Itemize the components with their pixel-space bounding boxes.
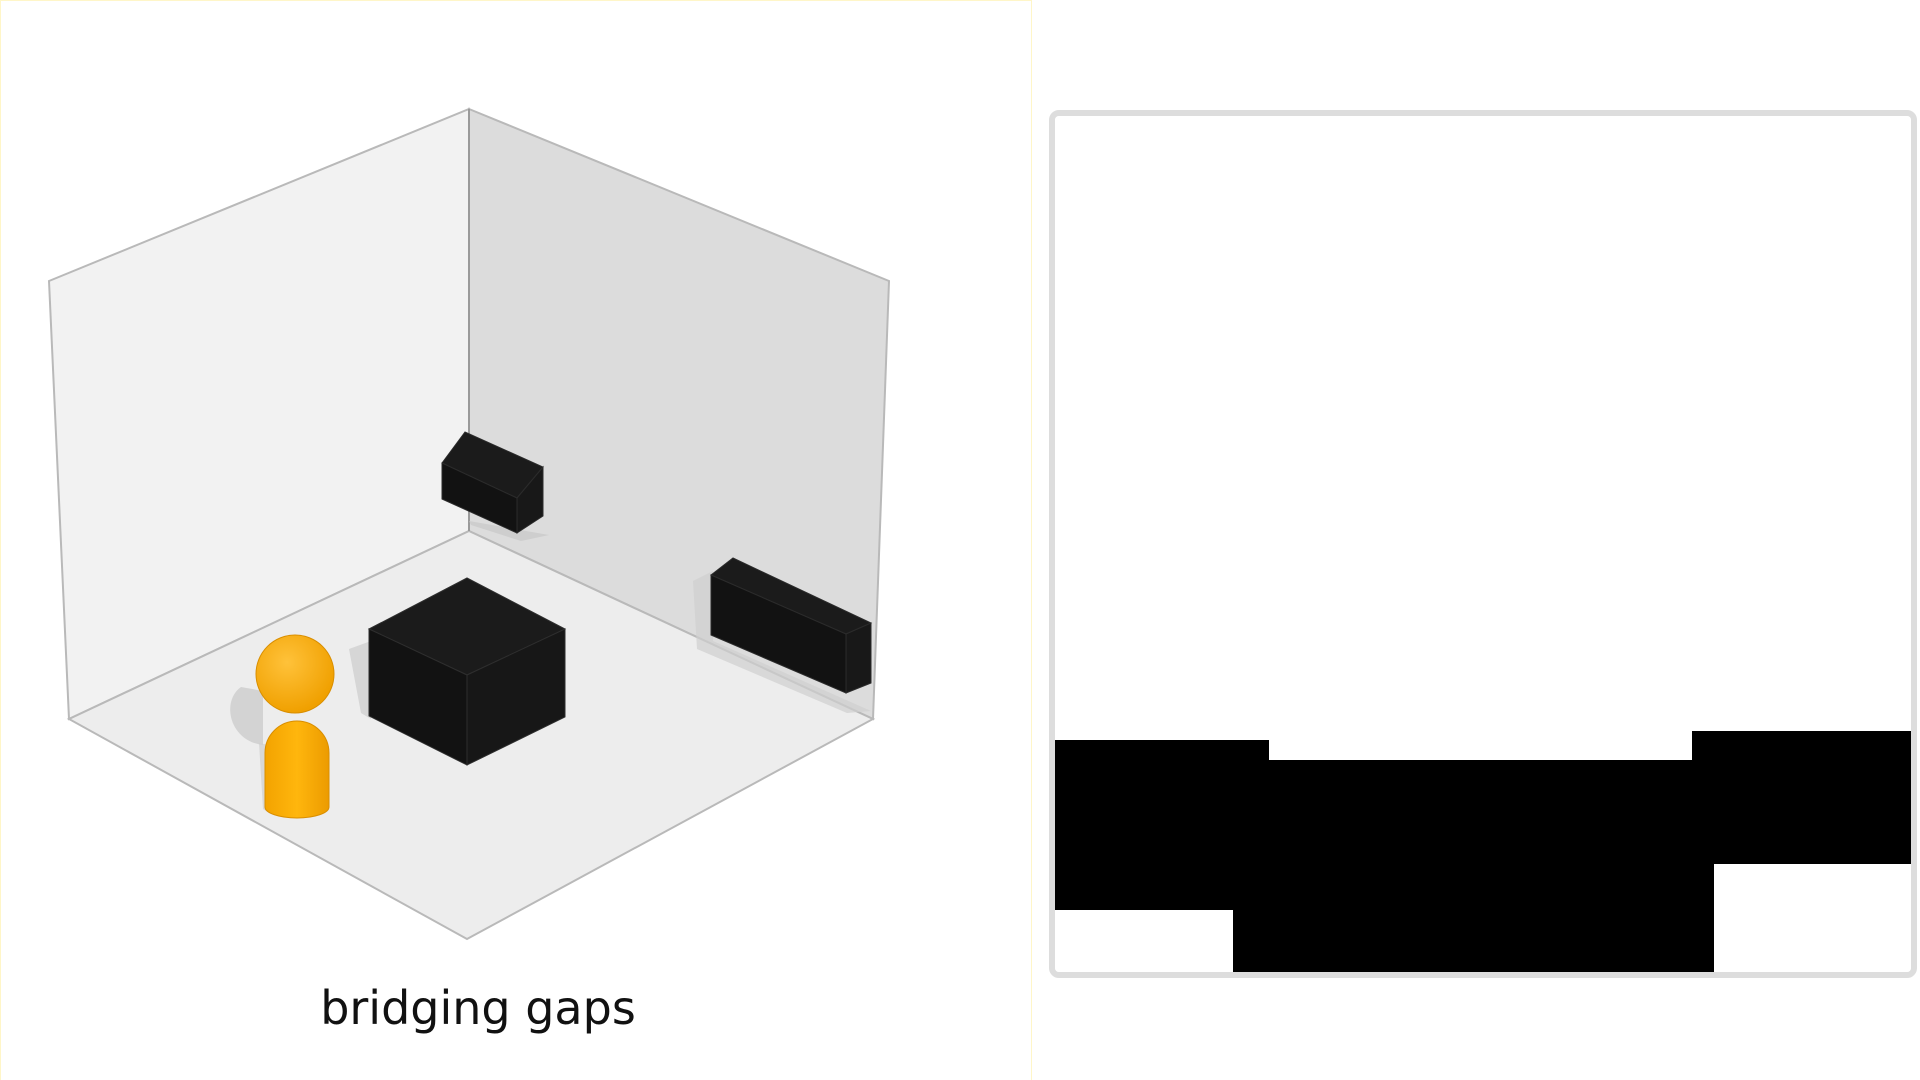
scene-panel: bridging gaps <box>0 0 1032 1080</box>
person-icon <box>255 634 335 819</box>
room-render <box>47 107 891 941</box>
cube-shadow <box>349 641 371 719</box>
back-block-shadow <box>469 521 549 541</box>
black-cube-icon <box>367 577 567 766</box>
black-box-icon <box>710 557 873 694</box>
agent-shadow <box>230 687 263 745</box>
mask-panel <box>1049 110 1917 978</box>
segmentation-mask <box>1055 116 1911 972</box>
caption: bridging gaps <box>320 981 636 1035</box>
mask-region <box>1055 731 1911 972</box>
black-box-icon <box>441 431 544 534</box>
